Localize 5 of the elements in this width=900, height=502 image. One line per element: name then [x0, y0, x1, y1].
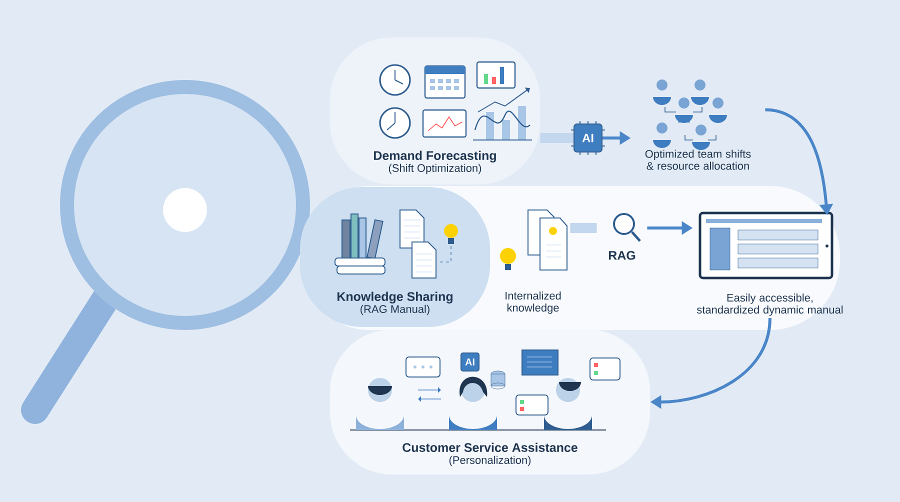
documents-caption: Internalized knowledge [506, 292, 561, 314]
team-icons-caption: Optimized team shifts & resource allocation [645, 150, 751, 170]
rag-caption: RAG [608, 250, 636, 260]
chip-label: AI [460, 352, 480, 372]
tablet-caption: Easily accessible, standardized dynamic manual [696, 294, 843, 316]
